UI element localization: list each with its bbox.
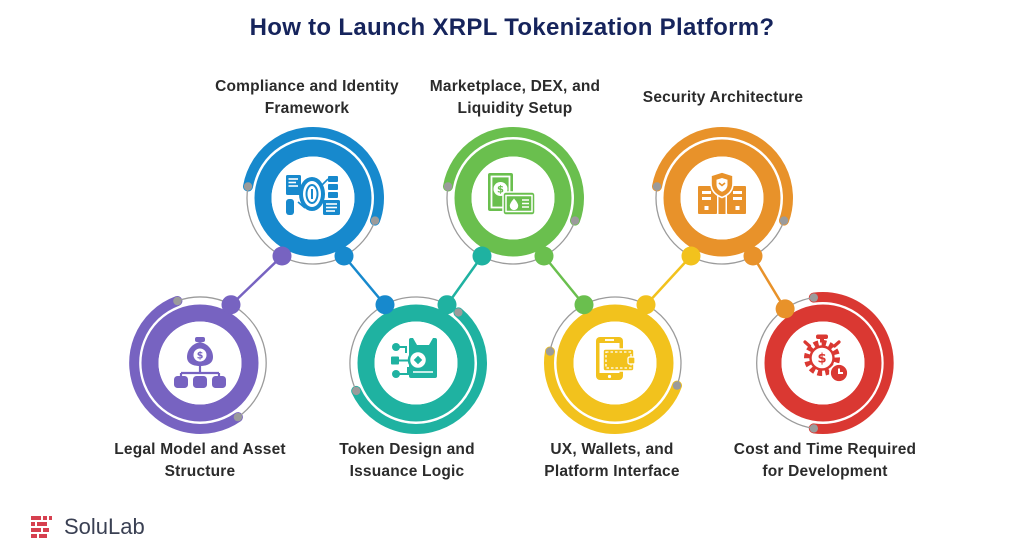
dollar-glyph: $ [497, 185, 504, 196]
node-compliance-identity [238, 123, 388, 273]
solulab-logo: SoluLab [30, 514, 145, 540]
label-line: Marketplace, DEX, and [429, 78, 601, 95]
connector-line-orange-yellow [645, 255, 692, 306]
node-marketplace-dex: $ [438, 123, 588, 273]
label-line: Compliance and Identity [215, 78, 399, 95]
connector-line-blue-purple [230, 255, 283, 306]
dollar-glyph: $ [197, 351, 204, 362]
moneybag-hierarchy-icon: $ [174, 337, 226, 388]
buildings-shield-icon [698, 171, 746, 214]
label-line: Liquidity Setup [457, 100, 573, 117]
node-ux-wallets [540, 288, 690, 438]
node-security-architecture [647, 123, 797, 273]
dollar-glyph: $ [817, 352, 826, 367]
banknote-card-icon: $ [488, 173, 536, 216]
node-label-cost-time: Cost and Time Required for Development [695, 437, 955, 485]
page-title: How to Launch XRPL Tokenization Platform… [249, 14, 775, 41]
solulab-logo-glyph [31, 516, 52, 538]
gear-dollar-clock-icon: $ [803, 334, 849, 383]
label-line: Security Architecture [642, 89, 804, 106]
node-label-security-architecture: Security Architecture [593, 74, 853, 122]
label-line: Issuance Logic [349, 463, 465, 480]
fingerprint-documents-icon [286, 175, 340, 215]
label-line: UX, Wallets, and [550, 441, 674, 458]
label-line: Token Design and [339, 441, 475, 458]
label-line: Structure [164, 463, 236, 480]
label-line: Cost and Time Required [733, 441, 917, 458]
document-circuit-icon [391, 338, 437, 378]
solulab-logo-text: SoluLab [64, 514, 145, 539]
connector-line-green-yellow [543, 255, 585, 306]
phone-wallet-icon [596, 337, 636, 380]
label-line: Platform Interface [544, 463, 680, 480]
label-line: Legal Model and Asset [114, 441, 286, 458]
connector-line-orange-red [751, 255, 787, 310]
node-cost-time: $ [748, 288, 898, 438]
connector-line-green-teal [445, 255, 484, 306]
label-line: Framework [264, 100, 350, 117]
node-token-design [341, 288, 491, 438]
label-line: for Development [762, 463, 888, 480]
node-legal-asset: $ [125, 288, 275, 438]
connector-line-blue-teal [343, 255, 386, 306]
